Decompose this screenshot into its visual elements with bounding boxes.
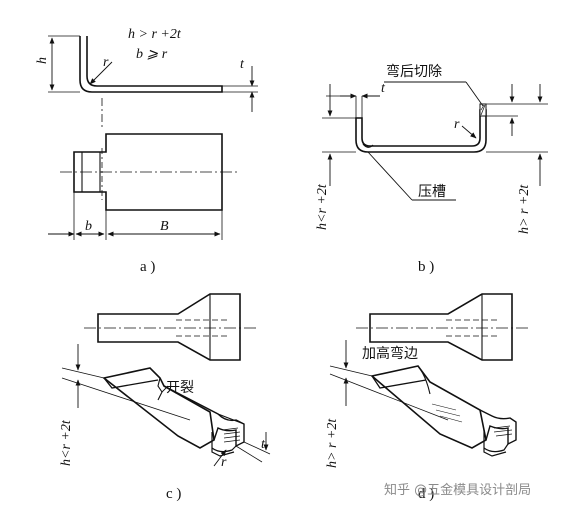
panel-c-h-label: h<r +2t [59, 419, 74, 466]
panel-b-groove-leader [367, 151, 413, 201]
panel-a-r-leader [89, 61, 113, 85]
panel-d-h-label: h> r +2t [325, 418, 340, 468]
panel-a-t-label: t [240, 57, 245, 72]
panel-a-h-label: h [35, 57, 50, 64]
panel-a [48, 35, 258, 240]
watermark: 知乎 @五金模具设计剖局 [384, 482, 531, 498]
panel-c-r-label: r [221, 455, 227, 470]
panel-b [322, 81, 548, 201]
panel-b-right-h-label: h> r +2t [517, 184, 532, 234]
panel-c-labels: 开裂 h<r +2t r t c ) [59, 380, 266, 502]
panel-a-sheet-profile [79, 36, 223, 93]
panel-a-r-label: r [103, 55, 109, 70]
panel-b-labels: 弯后切除 t r 压槽 h<r +2t h> r +2t b ) [315, 63, 532, 275]
panel-a-caption: a ) [140, 259, 155, 275]
panel-d [329, 293, 530, 457]
panel-b-left-h-label: h<r +2t [315, 183, 330, 230]
panel-c-t-label: t [261, 437, 266, 452]
panel-d-labels: 加高弯边 h> r +2t d ) [325, 345, 434, 502]
panel-a-labels: h > r +2t b ⩾ r h r t b B a ) [35, 27, 245, 275]
panel-b-caption: b ) [418, 259, 434, 275]
panel-b-groove-note: 压槽 [418, 184, 446, 200]
panel-d-bent-part [370, 365, 487, 449]
panel-d-blank-outline [369, 293, 513, 361]
panel-c-bent-part [102, 367, 215, 449]
panel-c-blank-outline [97, 293, 241, 361]
panel-b-cut-note: 弯后切除 [386, 63, 442, 80]
panel-b-r-label: r [454, 117, 460, 132]
panel-d-caption: d ) [418, 486, 434, 502]
panel-c [61, 293, 271, 467]
panel-b-t-label: t [381, 81, 386, 96]
panel-b-channel-profile [355, 109, 487, 153]
panel-a-cond1: h > r +2t [128, 27, 182, 42]
panel-a-B-label: B [160, 219, 169, 234]
panel-d-raise-note: 加高弯边 [362, 345, 418, 362]
panel-c-caption: c ) [166, 486, 181, 502]
panel-a-b-label: b [85, 219, 92, 234]
panel-c-crack [157, 377, 163, 401]
panel-a-cond2: b ⩾ r [136, 47, 168, 62]
panel-c-split-note: 开裂 [166, 380, 194, 396]
